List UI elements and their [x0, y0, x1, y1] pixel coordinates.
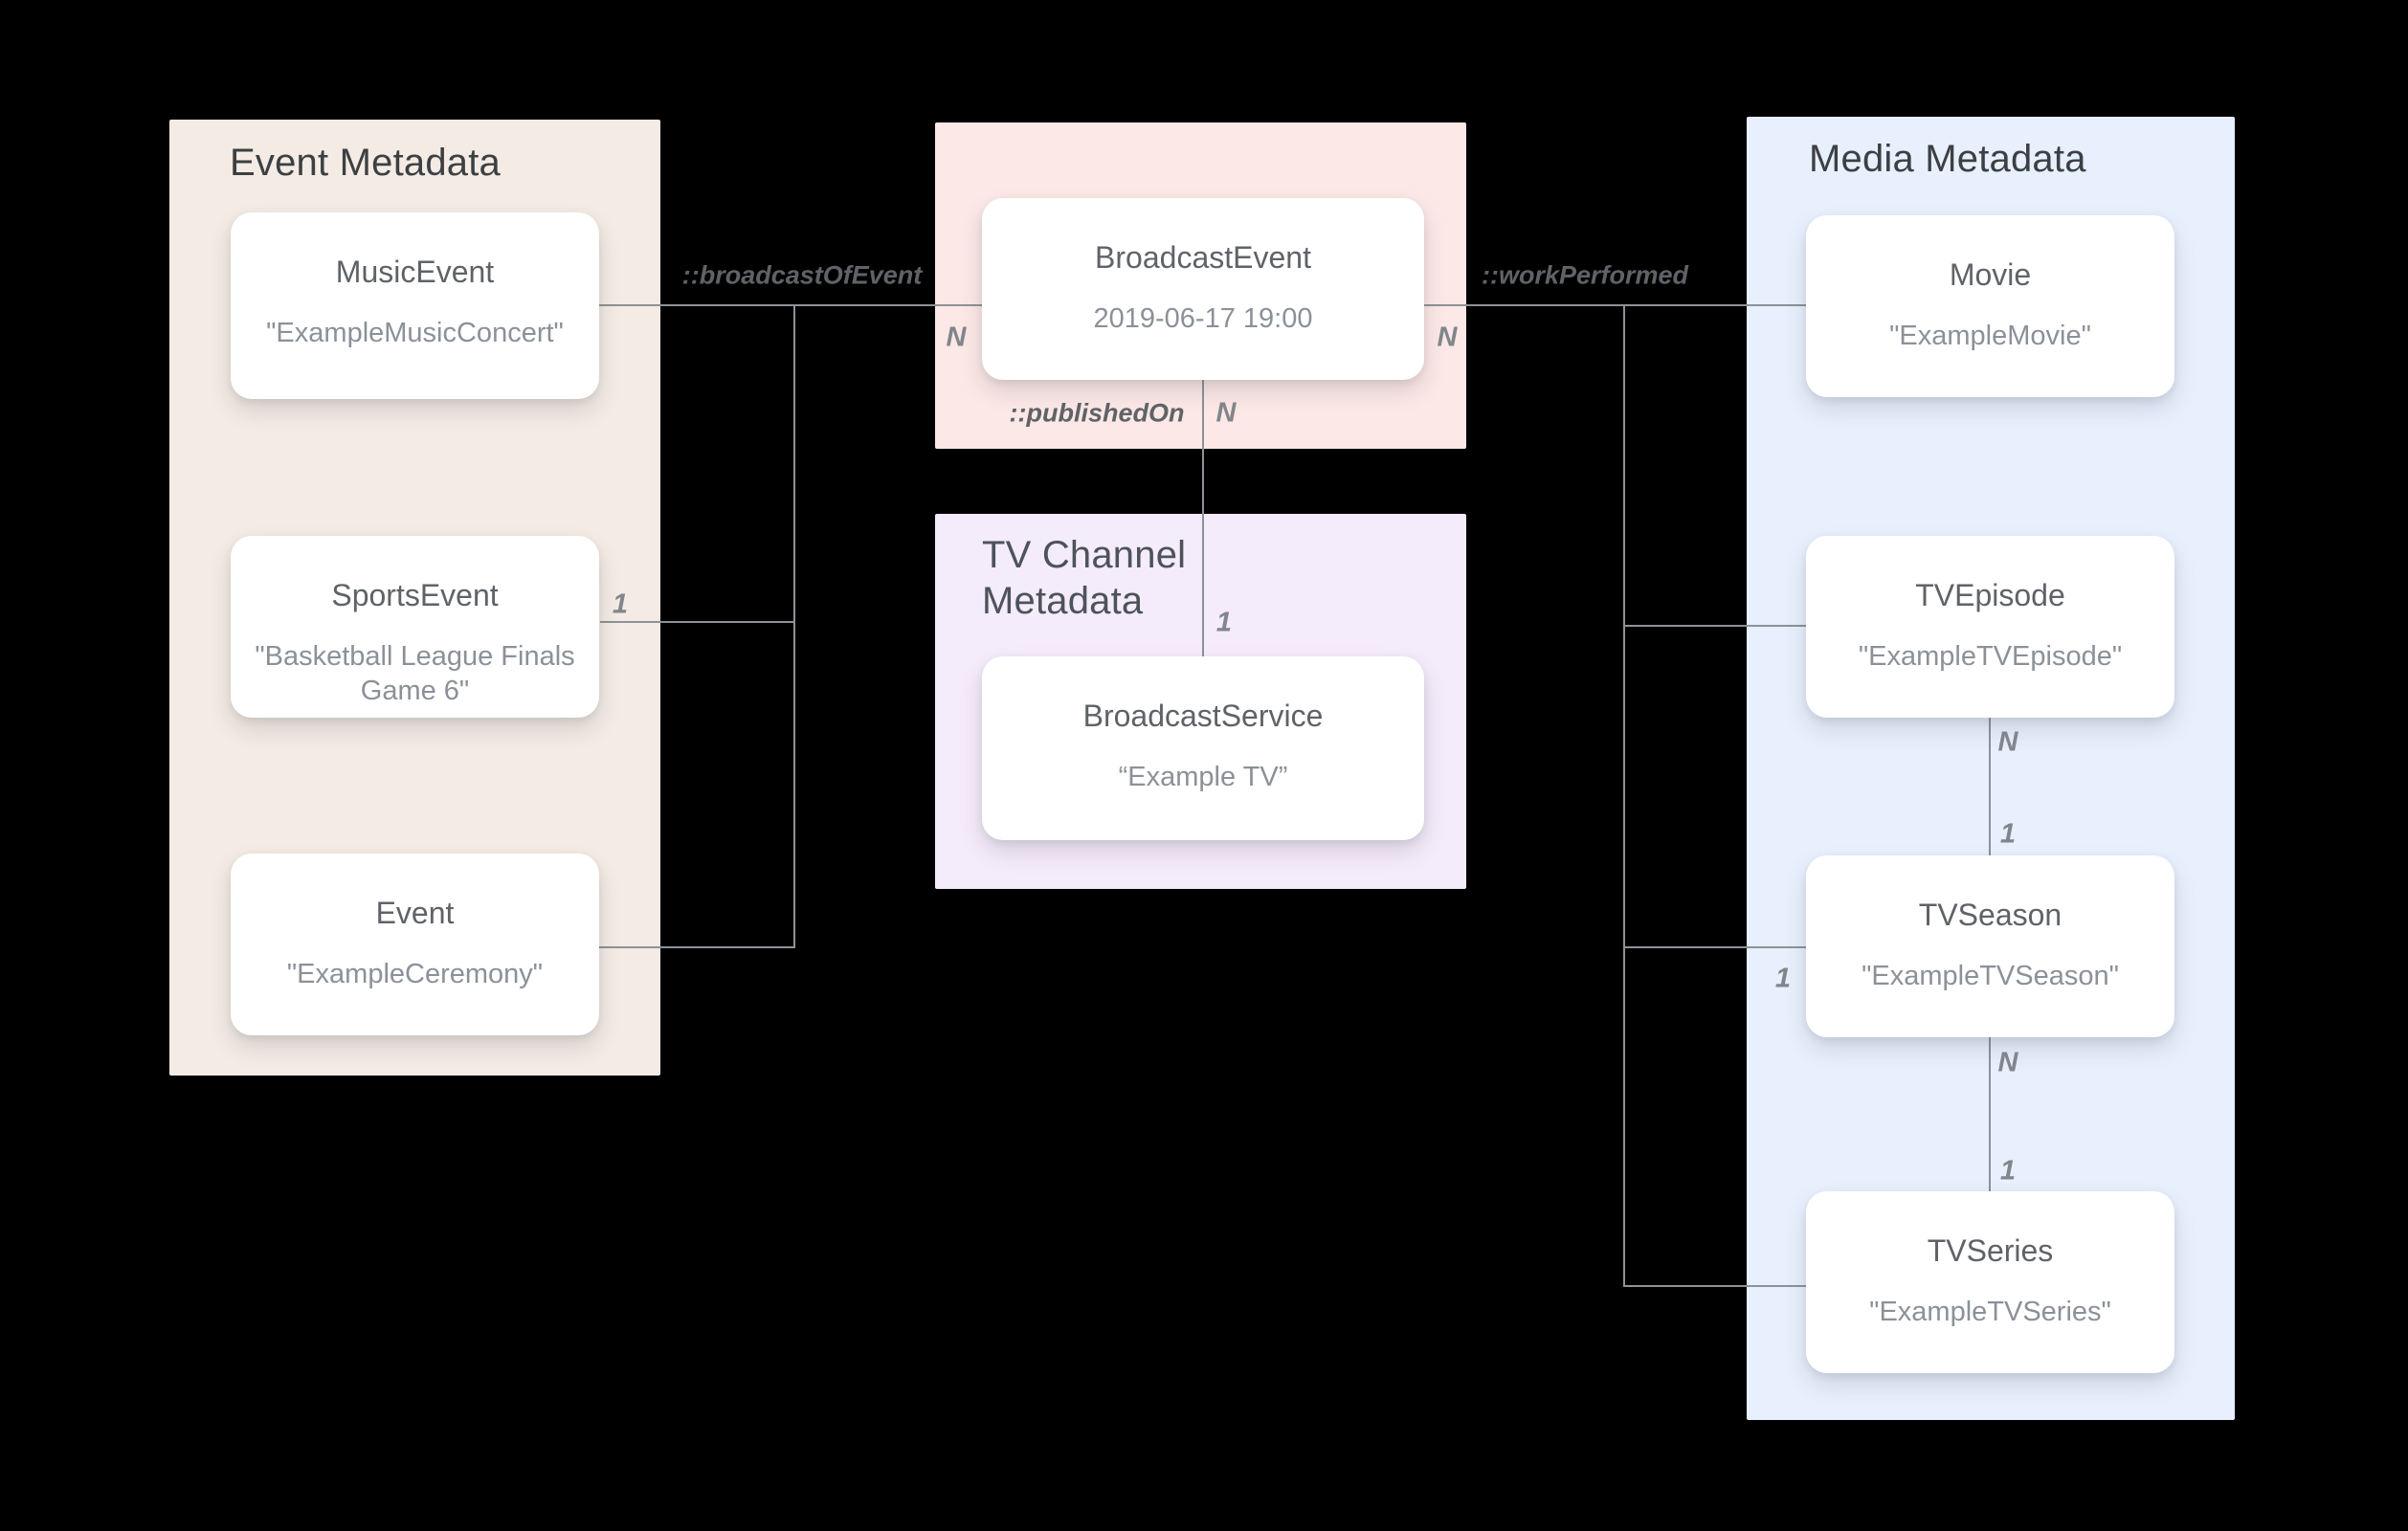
label-broadcastofevent: ::broadcastOfEvent [681, 260, 923, 290]
broadcastevent-value: 2019-06-17 19:00 [1093, 302, 1313, 334]
event-value: "ExampleCeremony" [286, 958, 544, 989]
tvepisode-value: "ExampleTVEpisode" [1858, 640, 2123, 672]
musicevent-name: MusicEvent [335, 255, 495, 289]
connector-workperformed-horizontal [1424, 304, 1807, 306]
media-metadata-title: Media Metadata [1809, 138, 2086, 180]
card-event: Event "ExampleCeremony" [231, 854, 599, 1035]
connector-sportsevent-branch [600, 621, 794, 623]
card-tvepisode: TVEpisode "ExampleTVEpisode" [1806, 536, 2174, 718]
cardinality-publishedon-n: N [1215, 397, 1237, 429]
tvseries-name: TVSeries [1927, 1233, 2054, 1268]
cardinality-tvseason-1: 1 [1774, 963, 1792, 994]
connector-publishedon-vertical [1202, 380, 1204, 656]
label-workperformed: ::workPerformed [1481, 260, 1689, 290]
sportsevent-value: "Basketball League Finals Game 6" [255, 640, 575, 707]
connector-event-trunk-vertical [793, 304, 795, 948]
tvepisode-name: TVEpisode [1915, 578, 2065, 612]
card-broadcastservice: BroadcastService “Example TV” [982, 656, 1424, 840]
card-sportsevent: SportsEvent "Basketball League Finals Ga… [231, 536, 599, 718]
connector-tvseries-branch [1623, 1285, 1806, 1287]
connector-media-trunk-vertical [1623, 304, 1625, 1287]
cardinality-tvseason-n: N [1997, 1047, 2018, 1078]
connector-tvseason-tvseries-vertical [1989, 1037, 1991, 1191]
cardinality-workperformed-n: N [1437, 322, 1458, 353]
broadcastevent-name: BroadcastEvent [1095, 240, 1311, 275]
cardinality-broadcastofevent-n: N [946, 322, 967, 353]
connector-tvepisode-branch [1623, 625, 1806, 627]
tv-channel-metadata-title: TV Channel Metadata [982, 534, 1187, 622]
card-tvseries: TVSeries "ExampleTVSeries" [1806, 1191, 2174, 1373]
tvseason-value: "ExampleTVSeason" [1862, 960, 2119, 991]
connector-event-branch [599, 946, 794, 948]
connector-broadcastofevent-horizontal [599, 304, 982, 306]
event-metadata-title: Event Metadata [230, 142, 501, 184]
label-publishedon: ::publishedOn [1009, 398, 1185, 428]
card-musicevent: MusicEvent "ExampleMusicConcert" [231, 212, 599, 399]
connector-tvseason-branch [1623, 946, 1806, 948]
card-tvseason: TVSeason "ExampleTVSeason" [1806, 855, 2174, 1037]
event-name: Event [375, 896, 455, 930]
tvseason-name: TVSeason [1918, 898, 2062, 932]
connector-tvepisode-tvseason-vertical [1989, 718, 1991, 855]
cardinality-broadcastservice-1: 1 [1215, 607, 1233, 638]
musicevent-value: "ExampleMusicConcert" [266, 317, 564, 348]
card-broadcastevent: BroadcastEvent 2019-06-17 19:00 [982, 198, 1424, 380]
broadcastservice-name: BroadcastService [1082, 699, 1324, 733]
card-movie: Movie "ExampleMovie" [1806, 215, 2174, 397]
cardinality-sportsevent-1: 1 [612, 588, 629, 620]
cardinality-tvepisode-tvseason-1: 1 [1999, 818, 2017, 850]
movie-value: "ExampleMovie" [1889, 320, 2091, 351]
cardinality-tvseries-1: 1 [1999, 1155, 2017, 1187]
sportsevent-name: SportsEvent [331, 578, 499, 612]
broadcastservice-value: “Example TV” [1118, 761, 1288, 792]
movie-name: Movie [1949, 257, 2032, 292]
cardinality-tvepisode-n: N [1997, 726, 2018, 758]
tvseries-value: "ExampleTVSeries" [1869, 1296, 2111, 1327]
